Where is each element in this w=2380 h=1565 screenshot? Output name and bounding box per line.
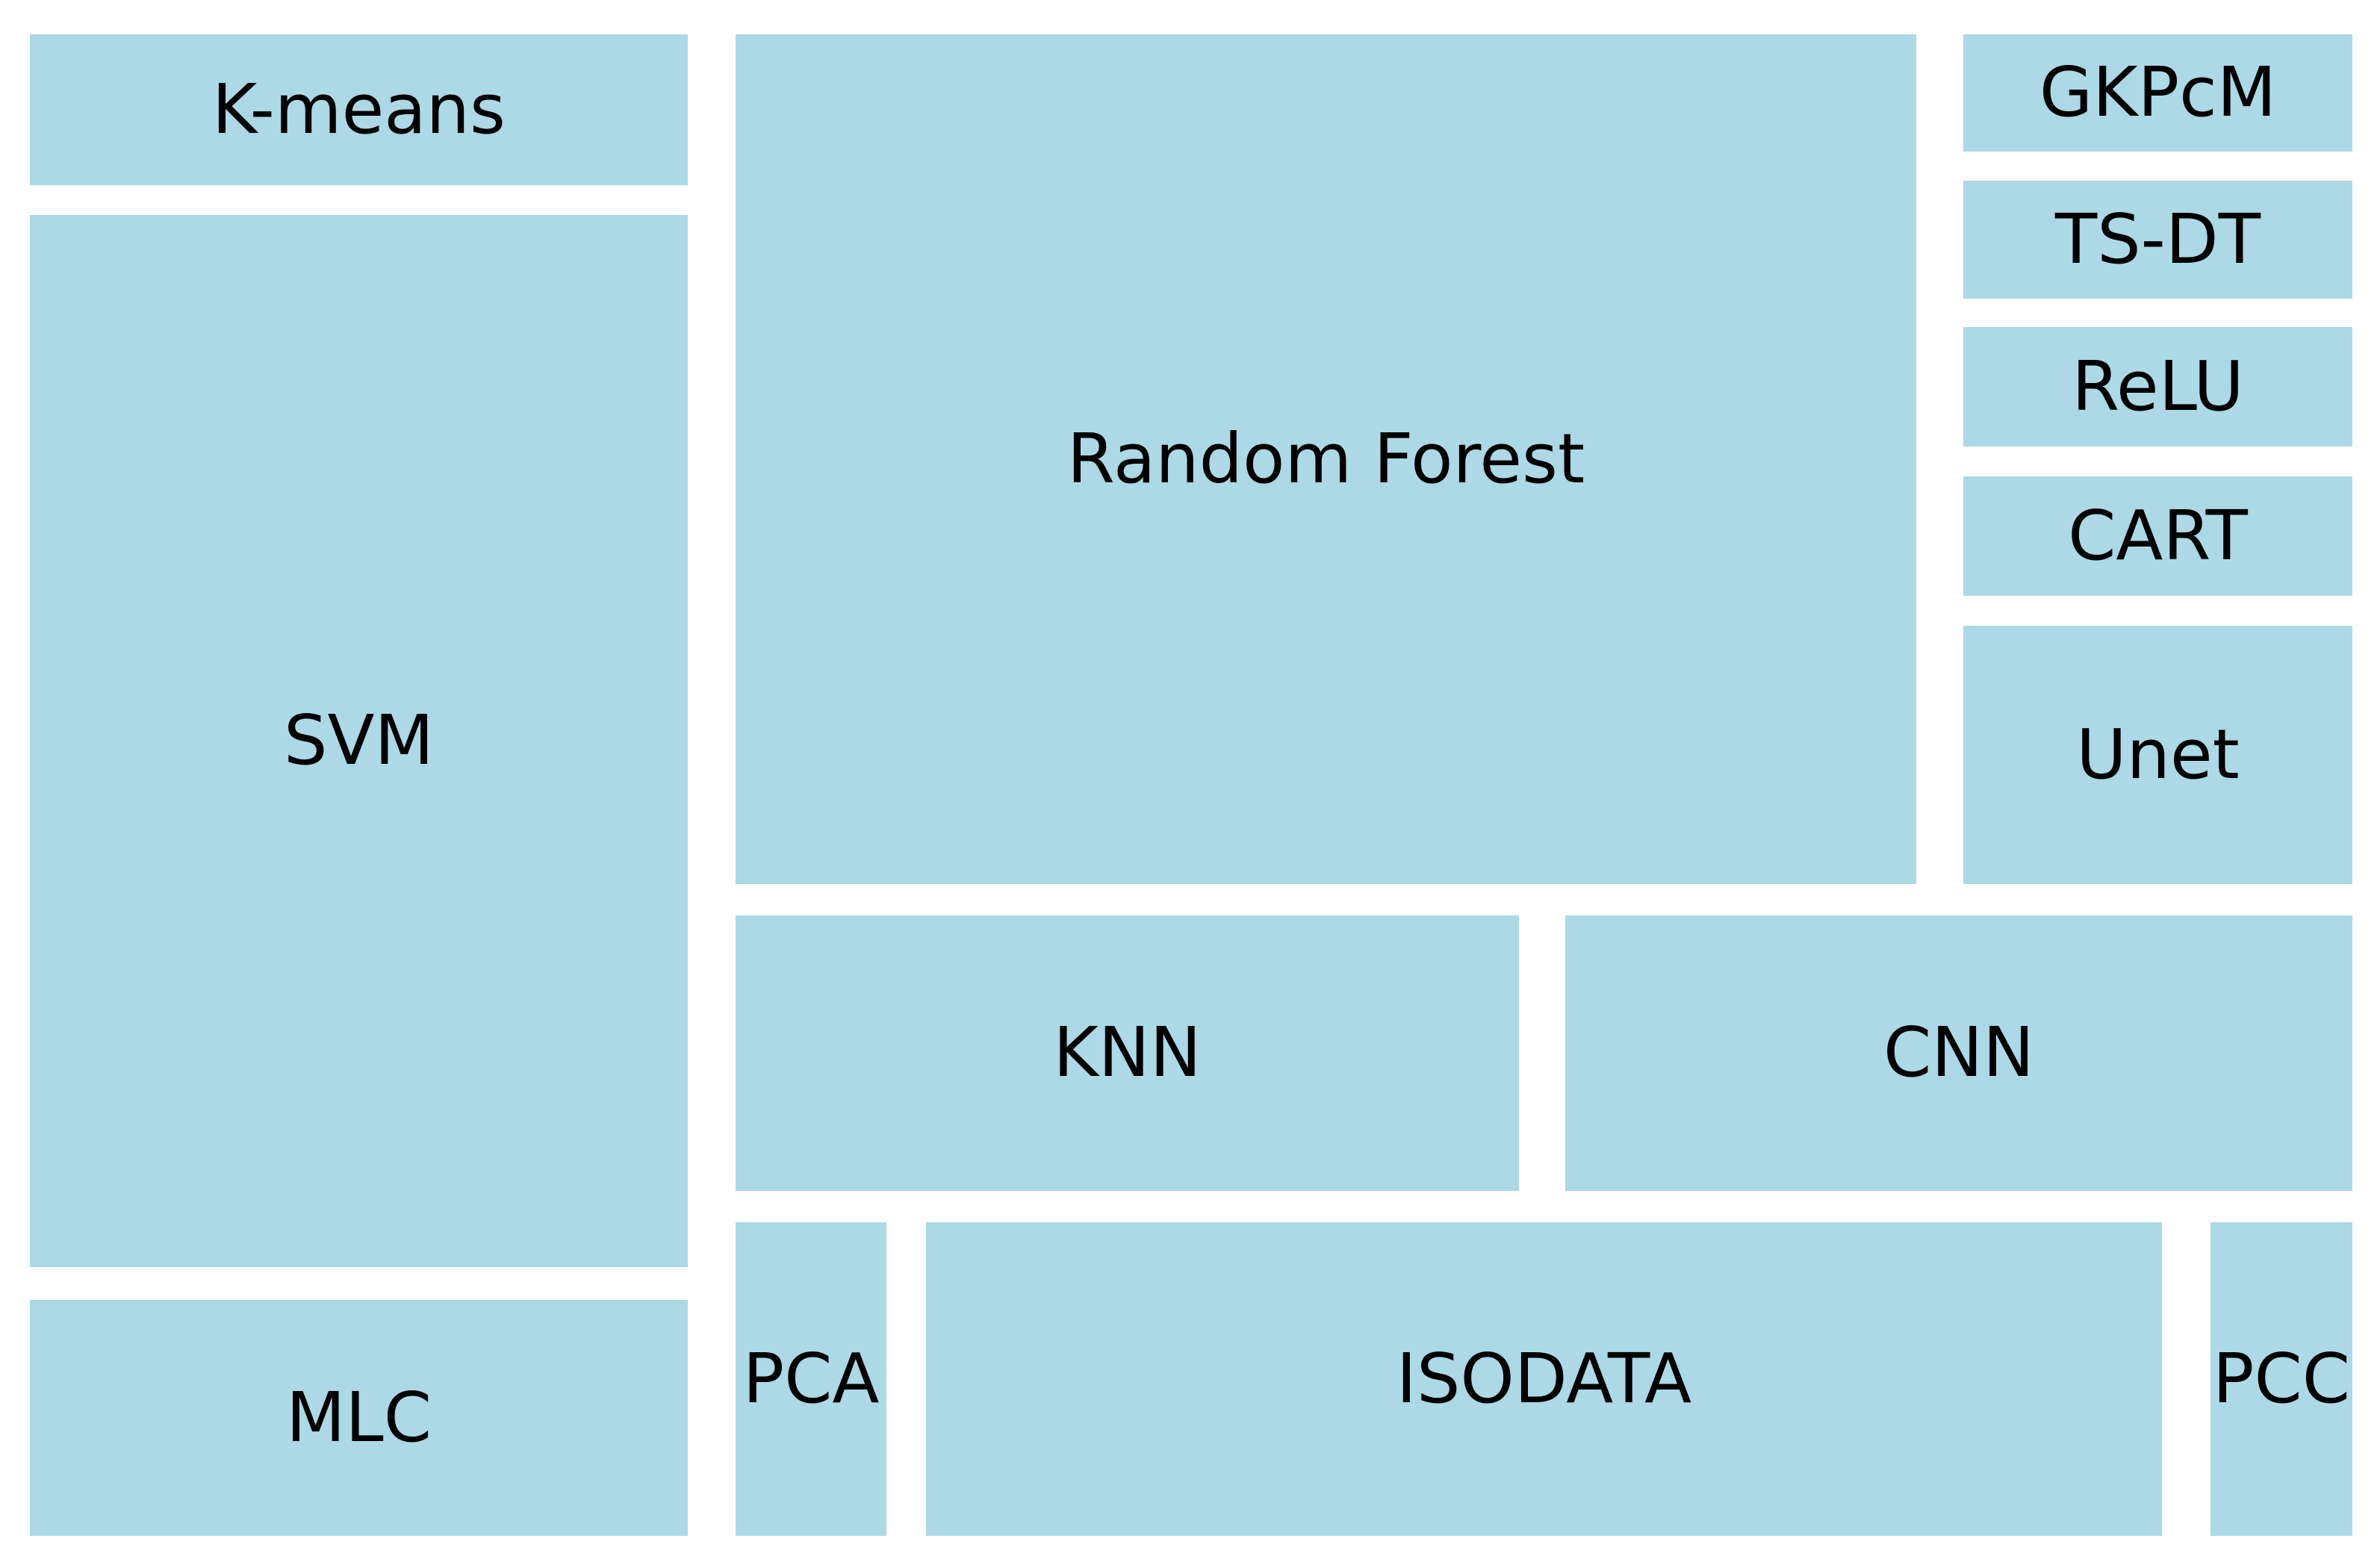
treemap-tile-random-forest: Random Forest [736, 34, 1916, 884]
treemap-tile-cnn: CNN [1565, 915, 2352, 1191]
treemap-tile-relu: ReLU [1963, 327, 2353, 447]
treemap-tile-mlc: MLC [29, 1300, 688, 1536]
tile-label-isodata: ISODATA [1396, 1338, 1692, 1419]
treemap-tile-cart: CART [1963, 476, 2353, 596]
tile-label-cart: CART [2068, 495, 2248, 576]
tile-label-pca: PCA [742, 1338, 880, 1419]
tile-label-ts-dt: TS-DT [2054, 199, 2261, 279]
treemap-tile-ts-dt: TS-DT [1963, 181, 2353, 299]
treemap-tile-unet: Unet [1963, 626, 2353, 884]
tile-label-knn: KNN [1053, 1012, 1202, 1093]
tile-label-pcc: PCC [2212, 1338, 2351, 1419]
tile-label-mlc: MLC [285, 1377, 432, 1457]
tile-label-unet: Unet [2076, 714, 2240, 794]
tile-label-relu: ReLU [2072, 346, 2244, 426]
tile-label-random-forest: Random Forest [1066, 418, 1585, 499]
tile-label-gkpcm: GKPcM [2039, 52, 2277, 133]
treemap-tile-knn: KNN [736, 915, 1519, 1191]
treemap-tile-isodata: ISODATA [925, 1222, 2162, 1536]
tile-label-kmeans: K-means [211, 69, 506, 149]
tile-label-svm: SVM [284, 700, 434, 781]
tile-label-cnn: CNN [1883, 1012, 2035, 1093]
treemap-tile-svm: SVM [29, 214, 688, 1267]
treemap-tile-kmeans: K-means [29, 34, 688, 185]
treemap-tile-pcc: PCC [2210, 1222, 2352, 1536]
treemap-tile-pca: PCA [736, 1222, 886, 1536]
treemap-tile-gkpcm: GKPcM [1963, 34, 2353, 152]
